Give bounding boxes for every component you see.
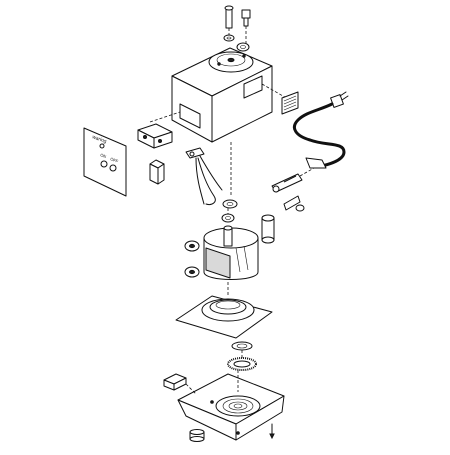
cord-clamp xyxy=(271,167,315,212)
assembly-guide-lines xyxy=(227,142,239,392)
panel-on-indicator xyxy=(100,160,108,168)
seal-rings xyxy=(227,341,257,371)
panel-logo-mark xyxy=(99,143,105,149)
thermostat-assembly xyxy=(185,147,223,205)
motor-housing xyxy=(149,47,291,143)
top-screws xyxy=(223,5,251,52)
base-tray xyxy=(177,373,285,441)
switch-block xyxy=(137,123,173,149)
capacitor xyxy=(261,214,275,244)
bottom-screw-arrow xyxy=(269,423,275,440)
panel-brand-label: waring xyxy=(91,134,107,145)
bearing-washers xyxy=(221,199,238,223)
vent-grille xyxy=(281,91,299,115)
rubber-foot xyxy=(189,429,205,442)
gasket-plate xyxy=(175,295,273,339)
panel-off-label: OFF xyxy=(110,156,120,164)
stator-bearings xyxy=(184,240,200,278)
base-switch-box xyxy=(163,373,197,395)
control-panel: waring ON OFF xyxy=(83,127,127,197)
motor-stator xyxy=(203,225,259,280)
power-cord xyxy=(293,91,349,169)
panel-off-indicator xyxy=(109,164,117,172)
knob-cube xyxy=(149,159,165,185)
panel-on-label: ON xyxy=(100,152,107,159)
